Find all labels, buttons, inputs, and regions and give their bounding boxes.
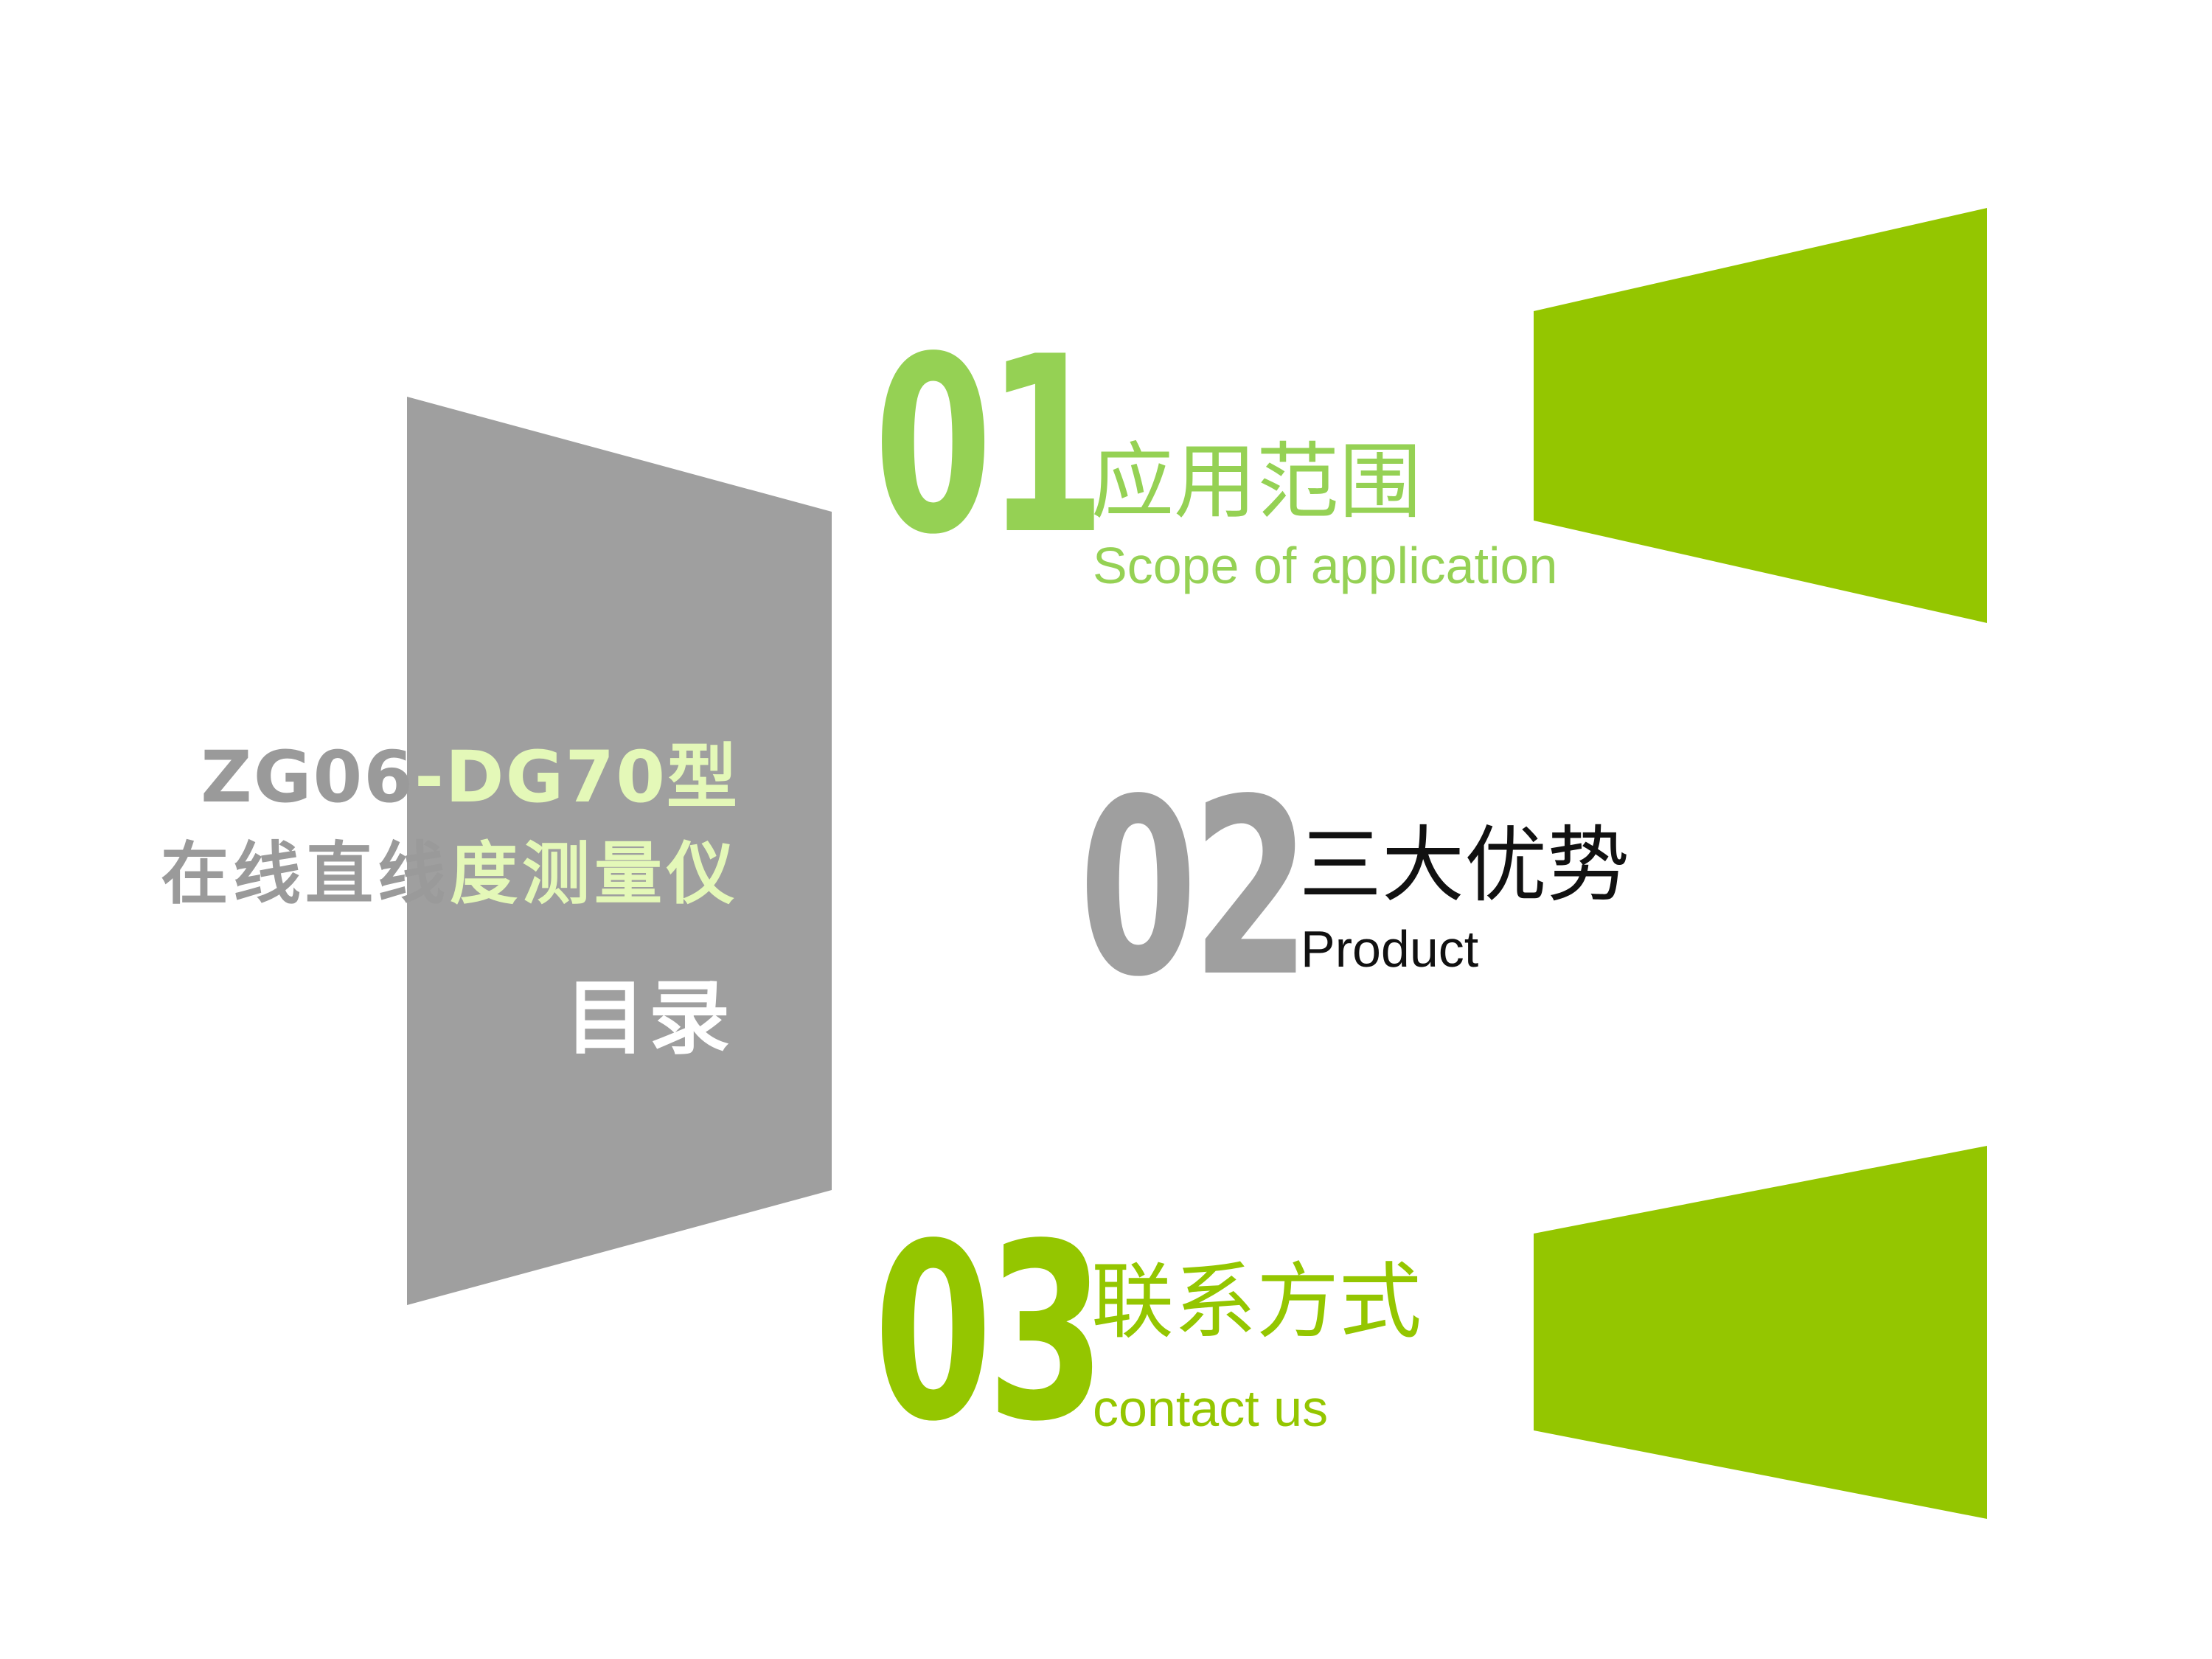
section-subtitle-02: Product bbox=[1301, 920, 1479, 978]
product-name-title: 在线直线度测量仪 bbox=[161, 841, 739, 908]
product-name-suffix: 度测量仪 bbox=[449, 835, 739, 914]
section-number-01: 01 bbox=[874, 305, 1105, 588]
product-model-title: ZG06-DG70型 bbox=[201, 742, 739, 813]
green-panel-top bbox=[1534, 208, 1987, 623]
section-title-01: 应用范围 bbox=[1091, 434, 1422, 530]
section-title-03: 联系方式 bbox=[1091, 1254, 1422, 1350]
green-panel-bottom bbox=[1534, 1146, 1987, 1519]
section-subtitle-03: contact us bbox=[1093, 1380, 1329, 1437]
section-number-02: 02 bbox=[1079, 747, 1310, 1030]
toc-heading: 目录 bbox=[565, 971, 733, 1065]
section-title-02: 三大优势 bbox=[1299, 818, 1630, 914]
product-model-suffix: -DG70型 bbox=[414, 736, 739, 818]
product-model-prefix: ZG06 bbox=[201, 736, 415, 818]
section-subtitle-01: Scope of application bbox=[1093, 537, 1558, 594]
grey-panel bbox=[407, 397, 832, 1305]
section-number-03: 03 bbox=[874, 1192, 1105, 1475]
product-name-prefix: 在线直线 bbox=[160, 835, 450, 914]
